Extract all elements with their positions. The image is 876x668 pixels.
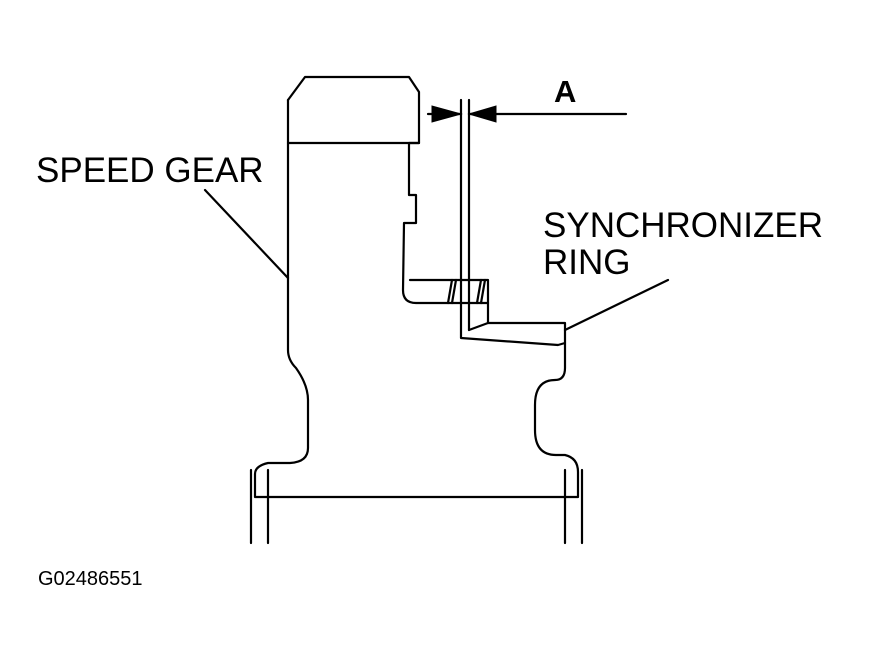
dimension-arrow-left (431, 105, 463, 123)
synchronizer-ring-label-line2: RING (543, 243, 631, 282)
ring-inner-step (467, 321, 490, 332)
dimension-arrow-right (467, 105, 497, 123)
dimension-a-label: A (554, 74, 577, 109)
hatch-mark (446, 278, 454, 305)
hatch-mark (475, 278, 483, 305)
hatch-mark (479, 278, 487, 305)
speed-gear-label: SPEED GEAR (36, 151, 264, 190)
figure-code: G02486551 (38, 568, 143, 590)
speed-gear-leader (203, 188, 290, 280)
synchronizer-ring-label-line1: SYNCHRONIZER (543, 206, 824, 245)
speed-gear-left-profile (253, 98, 580, 499)
speed-gear-outline (286, 75, 490, 305)
synchronizer-ring-leader (563, 278, 670, 332)
hatch-mark (450, 278, 458, 305)
